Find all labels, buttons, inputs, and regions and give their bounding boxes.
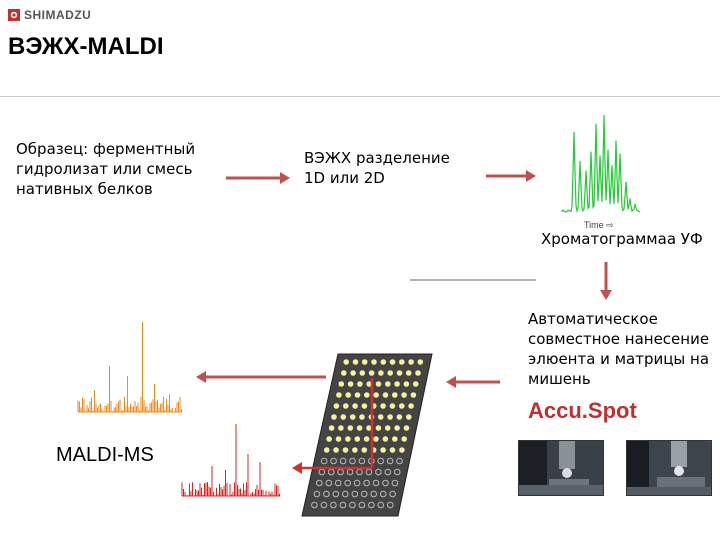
accuspot-brand: Accu.Spot (528, 398, 637, 424)
spotted-well (369, 370, 375, 376)
hplc-line-2: 1D или 2D (304, 168, 484, 188)
spotted-well (404, 425, 410, 431)
spotted-well (385, 425, 391, 431)
spotting-description: Автоматическое совместное нанесение элюе… (528, 309, 718, 389)
mass-spectrum-orange (78, 322, 182, 412)
spotted-well (343, 403, 349, 409)
spotted-well (359, 414, 365, 420)
arrow-down-icon (600, 262, 612, 300)
spotted-well (348, 425, 354, 431)
spotted-well (352, 403, 358, 409)
spotted-well (406, 370, 412, 376)
spotted-well (343, 359, 349, 365)
spotted-well (380, 403, 386, 409)
spotted-well (418, 359, 424, 365)
hplc-separation-label: ВЭЖХ разделение 1D или 2D (304, 148, 484, 188)
spotted-well (334, 403, 340, 409)
spotted-well (378, 414, 384, 420)
spotted-well (362, 403, 368, 409)
spotted-well (390, 447, 396, 453)
spotted-well (333, 447, 339, 453)
spotted-well (376, 425, 382, 431)
maldi-ms-label: MALDI-MS (56, 444, 154, 467)
spotted-well (329, 425, 335, 431)
spotted-well (408, 403, 414, 409)
spotted-well (390, 403, 396, 409)
spotted-well (339, 381, 345, 387)
spotted-well (411, 392, 417, 398)
spotted-well (353, 359, 359, 365)
spotted-well (415, 370, 421, 376)
arrow-left-icon (446, 376, 500, 388)
spotted-well (394, 425, 400, 431)
spotted-well (399, 447, 405, 453)
spotting-photo-1 (518, 440, 604, 496)
spotted-well (331, 414, 337, 420)
spotted-well (364, 436, 370, 442)
spotted-well (383, 392, 389, 398)
spotted-well (352, 447, 358, 453)
spotted-well (350, 370, 356, 376)
spotted-well (348, 381, 354, 387)
spotted-well (413, 381, 419, 387)
spotted-well (355, 392, 361, 398)
hplc-line-1: ВЭЖХ разделение (304, 148, 484, 168)
sample-description: Образец: ферментный гидролизат или смесь… (16, 139, 216, 199)
spotted-well (338, 425, 344, 431)
spotted-well (394, 381, 400, 387)
spotted-well (326, 436, 332, 442)
spotted-well (345, 392, 351, 398)
spotting-photo-2 (626, 440, 712, 496)
spotted-well (360, 370, 366, 376)
spotted-well (324, 447, 330, 453)
spotted-well (350, 414, 356, 420)
spotted-well (345, 436, 351, 442)
spotted-well (376, 381, 382, 387)
spotted-well (371, 359, 377, 365)
spotted-well (404, 381, 410, 387)
spotted-well (390, 359, 396, 365)
spotted-well (341, 414, 347, 420)
spotted-well (355, 436, 361, 442)
spotted-well (336, 436, 342, 442)
arrow-left-icon (196, 371, 326, 383)
spotted-well (373, 392, 379, 398)
spotted-well (373, 436, 379, 442)
spotted-well (401, 436, 407, 442)
spotted-well (378, 370, 384, 376)
spotted-well (387, 370, 393, 376)
spotted-well (383, 436, 389, 442)
spotted-well (343, 447, 349, 453)
chromatogram-label: Хроматограммаа УФ (541, 229, 703, 249)
spotted-well (357, 381, 363, 387)
spotted-well (380, 447, 386, 453)
spotted-well (364, 392, 370, 398)
spotted-well (397, 370, 403, 376)
mass-spectrum-red (182, 424, 280, 496)
uv-chromatogram (562, 115, 640, 212)
arrow-right-icon (226, 172, 290, 184)
spotted-well (406, 414, 412, 420)
spotted-well (341, 370, 347, 376)
spotted-well (399, 359, 405, 365)
spotted-well (336, 392, 342, 398)
spotted-well (381, 359, 387, 365)
spotted-well (397, 414, 403, 420)
spotted-well (392, 392, 398, 398)
spotted-well (385, 381, 391, 387)
spotted-well (357, 425, 363, 431)
spotted-well (399, 403, 405, 409)
spotted-well (392, 436, 398, 442)
spotted-well (387, 414, 393, 420)
arrow-right-icon (486, 170, 536, 182)
spotted-well (401, 392, 407, 398)
spotted-well (408, 359, 414, 365)
spotted-well (362, 447, 368, 453)
spotted-well (362, 359, 368, 365)
